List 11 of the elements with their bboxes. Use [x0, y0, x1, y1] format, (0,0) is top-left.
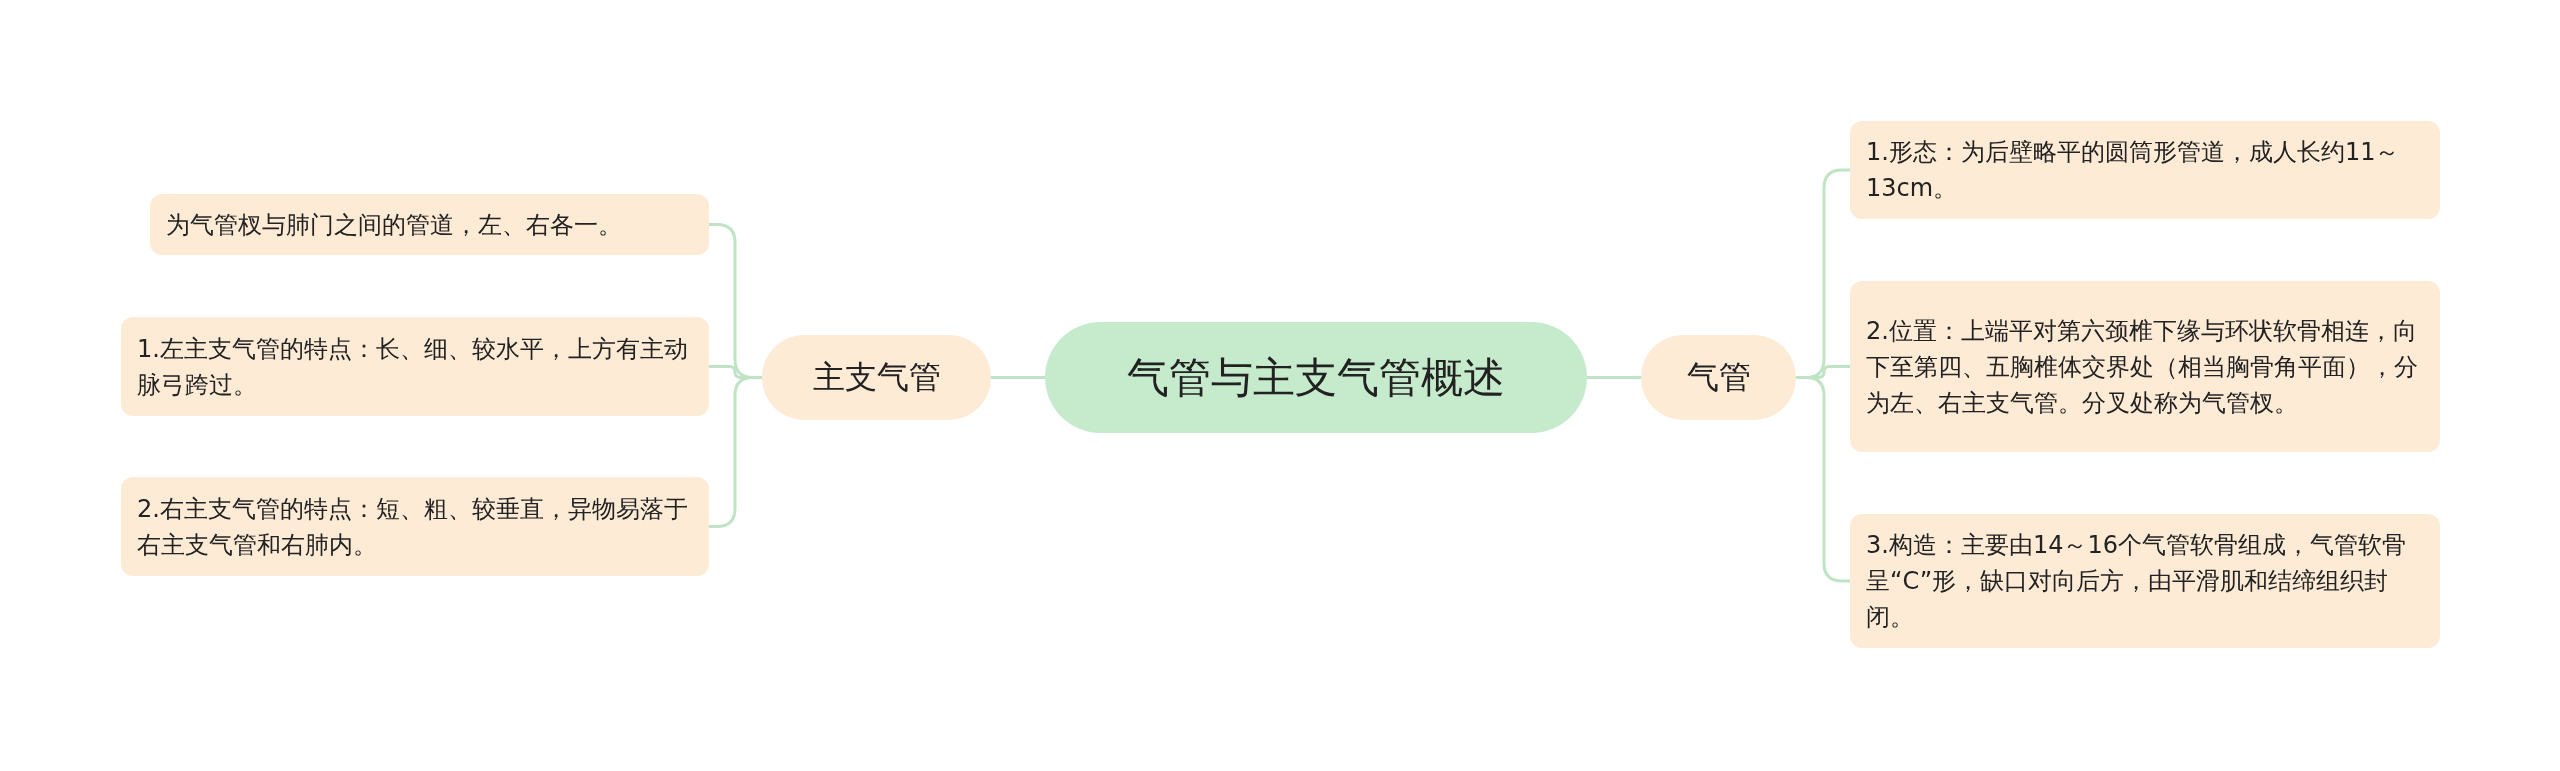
connector-line	[991, 376, 1045, 379]
branch-box: 主支气管	[762, 335, 991, 420]
note-box: 2.右主支气管的特点：短、粗、较垂直，异物易落于右主支气管和右肺内。	[121, 477, 709, 576]
topic-box: 气管与主支气管概述	[1045, 322, 1587, 433]
connector-line	[1587, 376, 1641, 379]
note-box: 2.位置：上端平对第六颈椎下缘与环状软骨相连，向下至第四、五胸椎体交界处（相当胸骨角平面），分为左、右主支气管。分叉处称为气管杈。	[1850, 281, 2440, 452]
note-box: 3.构造：主要由14～16个气管软骨组成，气管软骨呈“C”形，缺口对向后方，由平滑肌和结缔组织封闭。	[1850, 514, 2440, 648]
branch-box: 气管	[1641, 335, 1796, 420]
note-box: 1.左主支气管的特点：长、细、较水平，上方有主动脉弓跨过。	[121, 317, 709, 416]
note-box: 为气管杈与肺门之间的管道，左、右各一。	[150, 194, 709, 255]
note-box: 1.形态：为后壁略平的圆筒形管道，成人长约11～13cm。	[1850, 121, 2440, 219]
